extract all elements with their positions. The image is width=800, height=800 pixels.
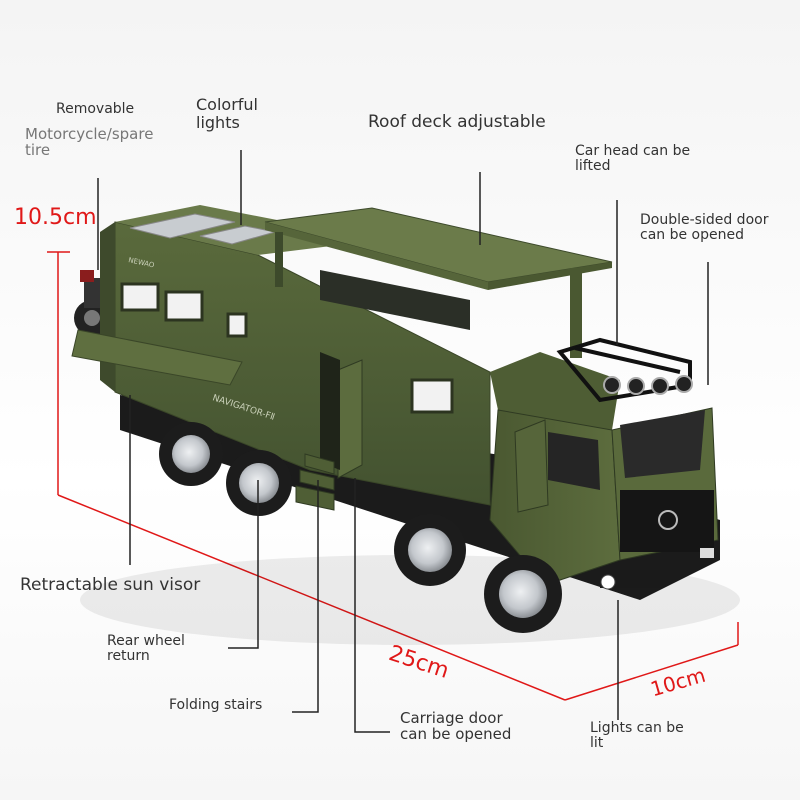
roof-lights bbox=[603, 375, 693, 395]
label-double-door: Double-sided door can be opened bbox=[640, 212, 769, 243]
sun-visor bbox=[71, 329, 243, 386]
folding-stairs bbox=[295, 453, 335, 511]
roof-solar-panels bbox=[129, 213, 276, 245]
callout-lines bbox=[97, 150, 709, 733]
label-lights: Lights can be lit bbox=[590, 720, 684, 751]
headlights bbox=[600, 548, 714, 590]
label-rear-wheel: Rear wheel return bbox=[107, 633, 185, 664]
label-roof-deck: Roof deck adjustable bbox=[368, 112, 546, 132]
label-car-head: Car head can be lifted bbox=[575, 143, 691, 174]
label-colorful-lights: Colorful lights bbox=[196, 95, 258, 132]
roof-deck bbox=[264, 207, 613, 358]
camper-windows bbox=[120, 282, 454, 414]
wheels bbox=[159, 422, 562, 633]
height-dimension-label: 10.5cm bbox=[14, 205, 97, 230]
label-folding-stairs: Folding stairs bbox=[169, 697, 263, 713]
label-removable: Removable bbox=[56, 101, 135, 117]
label-sun-visor: Retractable sun visor bbox=[20, 575, 201, 595]
cab-side-door bbox=[514, 419, 549, 513]
label-carriage-door: Carriage door can be opened bbox=[400, 709, 512, 743]
truck-cab bbox=[489, 352, 719, 588]
dimension-lines bbox=[47, 251, 739, 701]
roof-rack bbox=[556, 337, 692, 403]
carriage-door bbox=[337, 359, 363, 479]
label-motorcycle-spare-tire: Motorcycle/spare tire bbox=[25, 125, 154, 159]
